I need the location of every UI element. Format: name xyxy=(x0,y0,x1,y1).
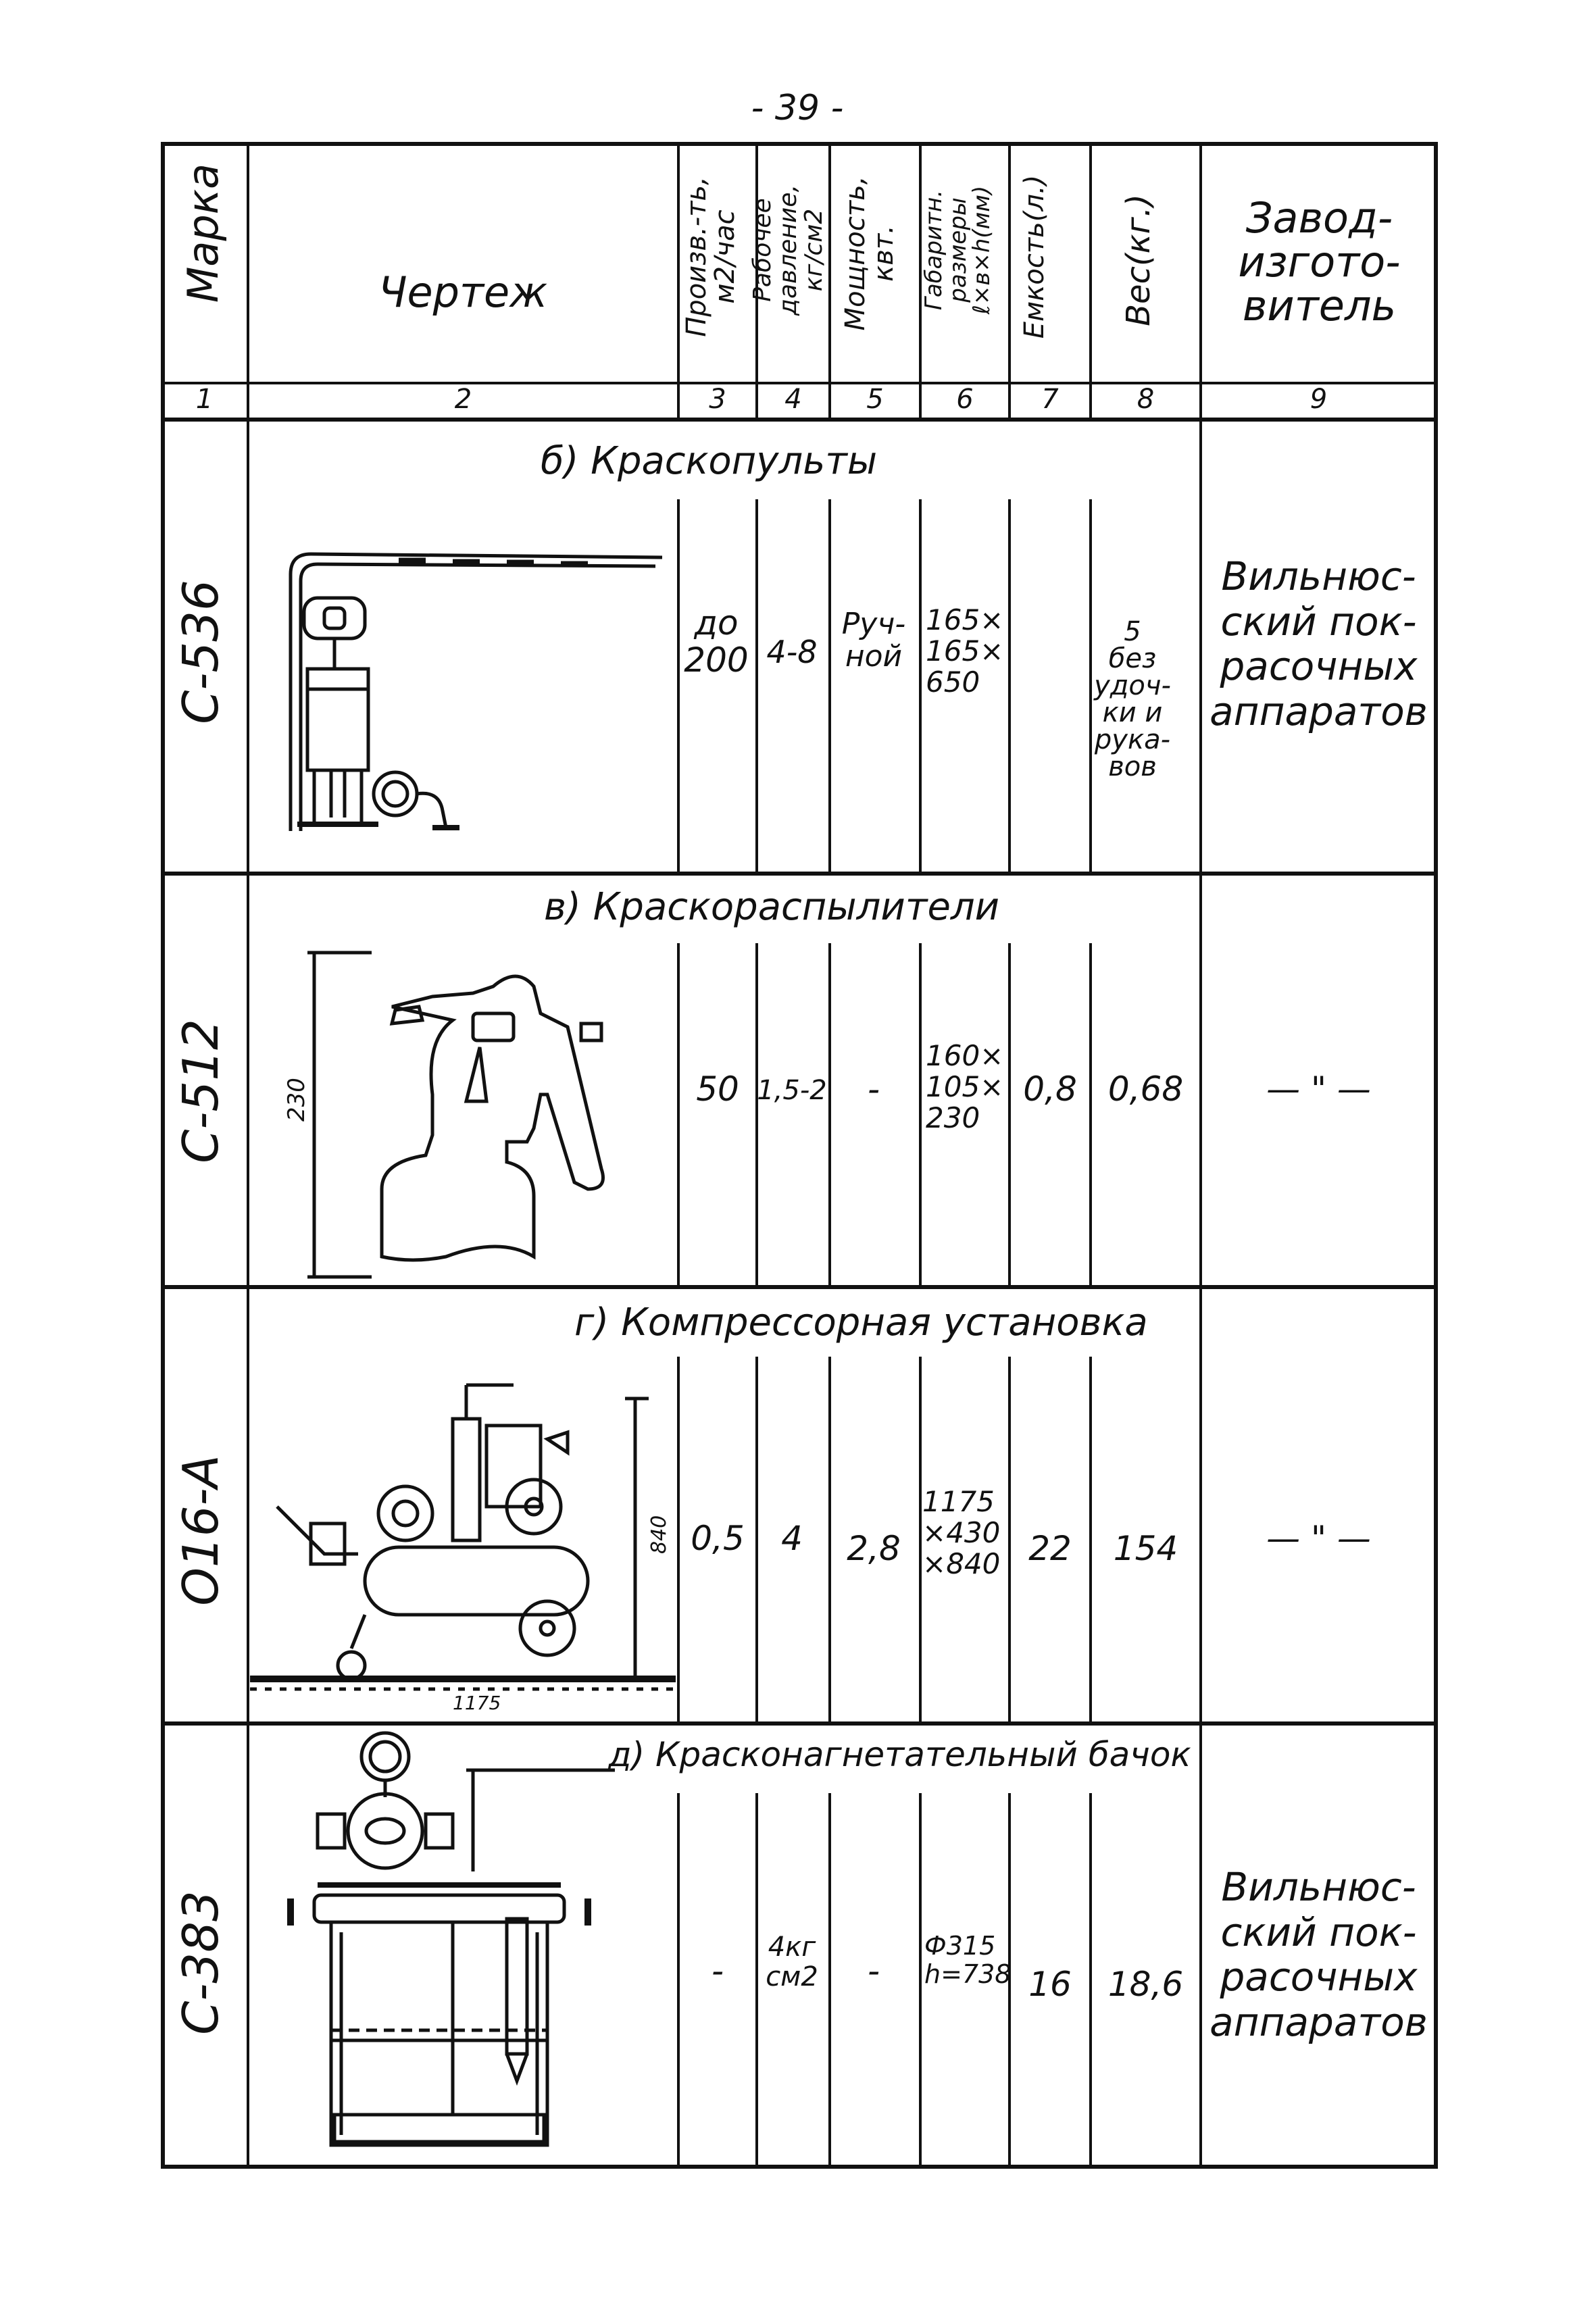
cell-capacity: 0,8 xyxy=(1023,1070,1077,1109)
cell-power: - xyxy=(867,1070,880,1109)
cell-capacity: 22 xyxy=(1028,1529,1072,1568)
cell-dimensions: 1175 ×430 ×840 xyxy=(922,1485,1001,1581)
column-number: 3 xyxy=(709,384,726,415)
cell-weight: 18,6 xyxy=(1107,1965,1184,2004)
page-number: - 39 - xyxy=(751,88,844,128)
cell-productivity: 50 xyxy=(696,1070,739,1109)
grid-row-line xyxy=(161,1721,1438,1726)
grid-col-line xyxy=(247,142,249,2169)
row-mark: С-383 xyxy=(172,1890,229,2035)
column-number: 6 xyxy=(956,384,974,415)
cell-pressure: 4 xyxy=(781,1519,803,1558)
row-mark: С-536 xyxy=(172,580,229,724)
cell-productivity: 0,5 xyxy=(691,1519,745,1558)
section-title-paint-tank: д) Красконагнетательный бачок xyxy=(608,1735,1191,1774)
paint-tank-drawing xyxy=(287,1731,615,2147)
spray-gun-drawing: 230 xyxy=(283,951,605,1279)
cell-productivity: до 200 xyxy=(684,603,749,680)
cell-weight: 0,68 xyxy=(1107,1070,1184,1109)
dimension-label-width: 1175 xyxy=(453,1692,501,1714)
header-mark: Марка xyxy=(178,163,228,303)
column-number: 2 xyxy=(454,384,472,415)
dimension-label-height: 840 xyxy=(647,1515,671,1554)
cell-maker: — " — xyxy=(1266,1070,1371,1109)
dimension-label: 230 xyxy=(283,1078,310,1122)
grid-col-line xyxy=(677,142,680,2169)
header-dimensions: Габаритн. размеры ℓ×в×h(мм) xyxy=(920,185,996,315)
spray-pump-drawing xyxy=(289,552,663,831)
column-number: 4 xyxy=(784,384,802,415)
cell-maker: — " — xyxy=(1266,1519,1371,1558)
grid-col-line xyxy=(919,142,922,2169)
column-number: 9 xyxy=(1310,384,1328,415)
cell-weight: 5 без удоч- ки и рука- вов xyxy=(1094,616,1171,782)
grid-row-line xyxy=(161,872,1438,876)
header-productivity: Произв.-ть, м2/час xyxy=(681,176,741,337)
cell-maker: Вильнюс- ский пок- расочных аппаратов xyxy=(1210,553,1428,735)
section-strip xyxy=(249,422,1197,499)
cell-pressure: 4кг см2 xyxy=(766,1932,818,1992)
cell-power: 2,8 xyxy=(847,1529,901,1568)
column-number: 8 xyxy=(1137,384,1155,415)
header-capacity: Емкость(л.) xyxy=(1019,174,1050,339)
header-power: Мощность, квт. xyxy=(840,176,899,331)
cell-dimensions: Ф315 h=738 xyxy=(924,1931,1012,1989)
section-strip xyxy=(249,1289,1197,1357)
column-number: 5 xyxy=(866,384,884,415)
grid-col-line xyxy=(1089,142,1092,2169)
column-number: 1 xyxy=(195,384,214,415)
cell-weight: 154 xyxy=(1113,1529,1178,1568)
cell-dimensions: 165× 165× 650 xyxy=(926,603,1004,699)
cell-dimensions: 160× 105× 230 xyxy=(926,1039,1004,1135)
row-mark: С-512 xyxy=(172,1019,229,1163)
section-title-sprayers: в) Краскораспылители xyxy=(544,885,1000,929)
section-title-compressor: г) Компрессорная установка xyxy=(574,1301,1148,1344)
column-number: 7 xyxy=(1041,384,1059,415)
cell-pressure: 4-8 xyxy=(766,634,818,670)
cell-maker: Вильнюс- ский пок- расочных аппаратов xyxy=(1210,1864,1428,2046)
grid-col-line xyxy=(828,142,831,2169)
grid-row-line xyxy=(161,418,1438,422)
grid-col-line xyxy=(1199,142,1202,2169)
cell-pressure: 1,5-2 xyxy=(757,1075,827,1106)
cell-power: Руч- ной xyxy=(841,607,906,674)
compressor-drawing: 840 1175 xyxy=(250,1383,676,1714)
header-maker: Завод- изгото- витель xyxy=(1238,193,1401,331)
grid-col-line xyxy=(755,142,758,2169)
header-pressure: Рабочее давление, кг/см2 xyxy=(749,184,828,316)
cell-capacity: 16 xyxy=(1028,1965,1072,2004)
header-weight: Вес(кг.) xyxy=(1120,194,1157,326)
header-drawing: Чертеж xyxy=(378,268,548,317)
section-title-spray-guns: б) Краскопульты xyxy=(541,439,878,483)
grid-row-line xyxy=(161,382,1438,384)
cell-power: - xyxy=(867,1951,880,1990)
grid-col-line xyxy=(1008,142,1011,2169)
row-mark: О16-А xyxy=(172,1455,229,1606)
grid-row-line xyxy=(161,1285,1438,1289)
cell-productivity: - xyxy=(711,1951,724,1990)
table-frame xyxy=(161,142,1438,2169)
section-strip xyxy=(249,876,1197,943)
